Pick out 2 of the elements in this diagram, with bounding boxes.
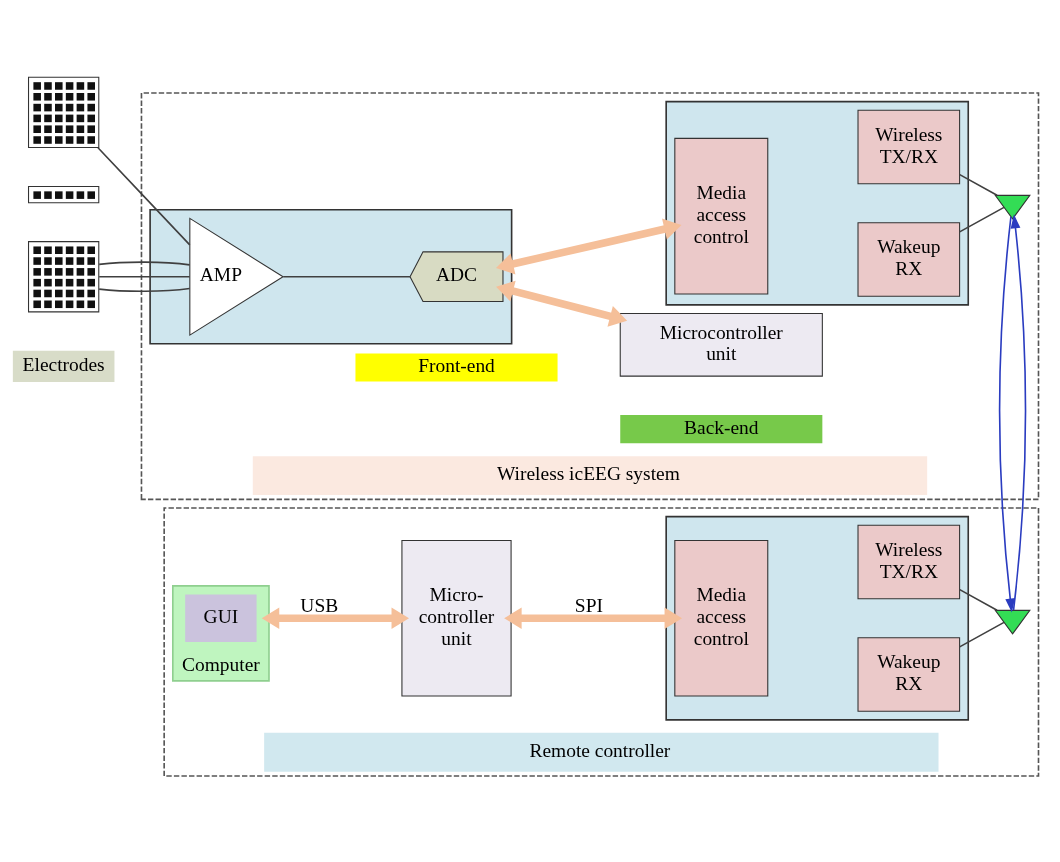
edge-label: USB — [300, 595, 339, 617]
edge-label: SPI — [574, 595, 603, 617]
